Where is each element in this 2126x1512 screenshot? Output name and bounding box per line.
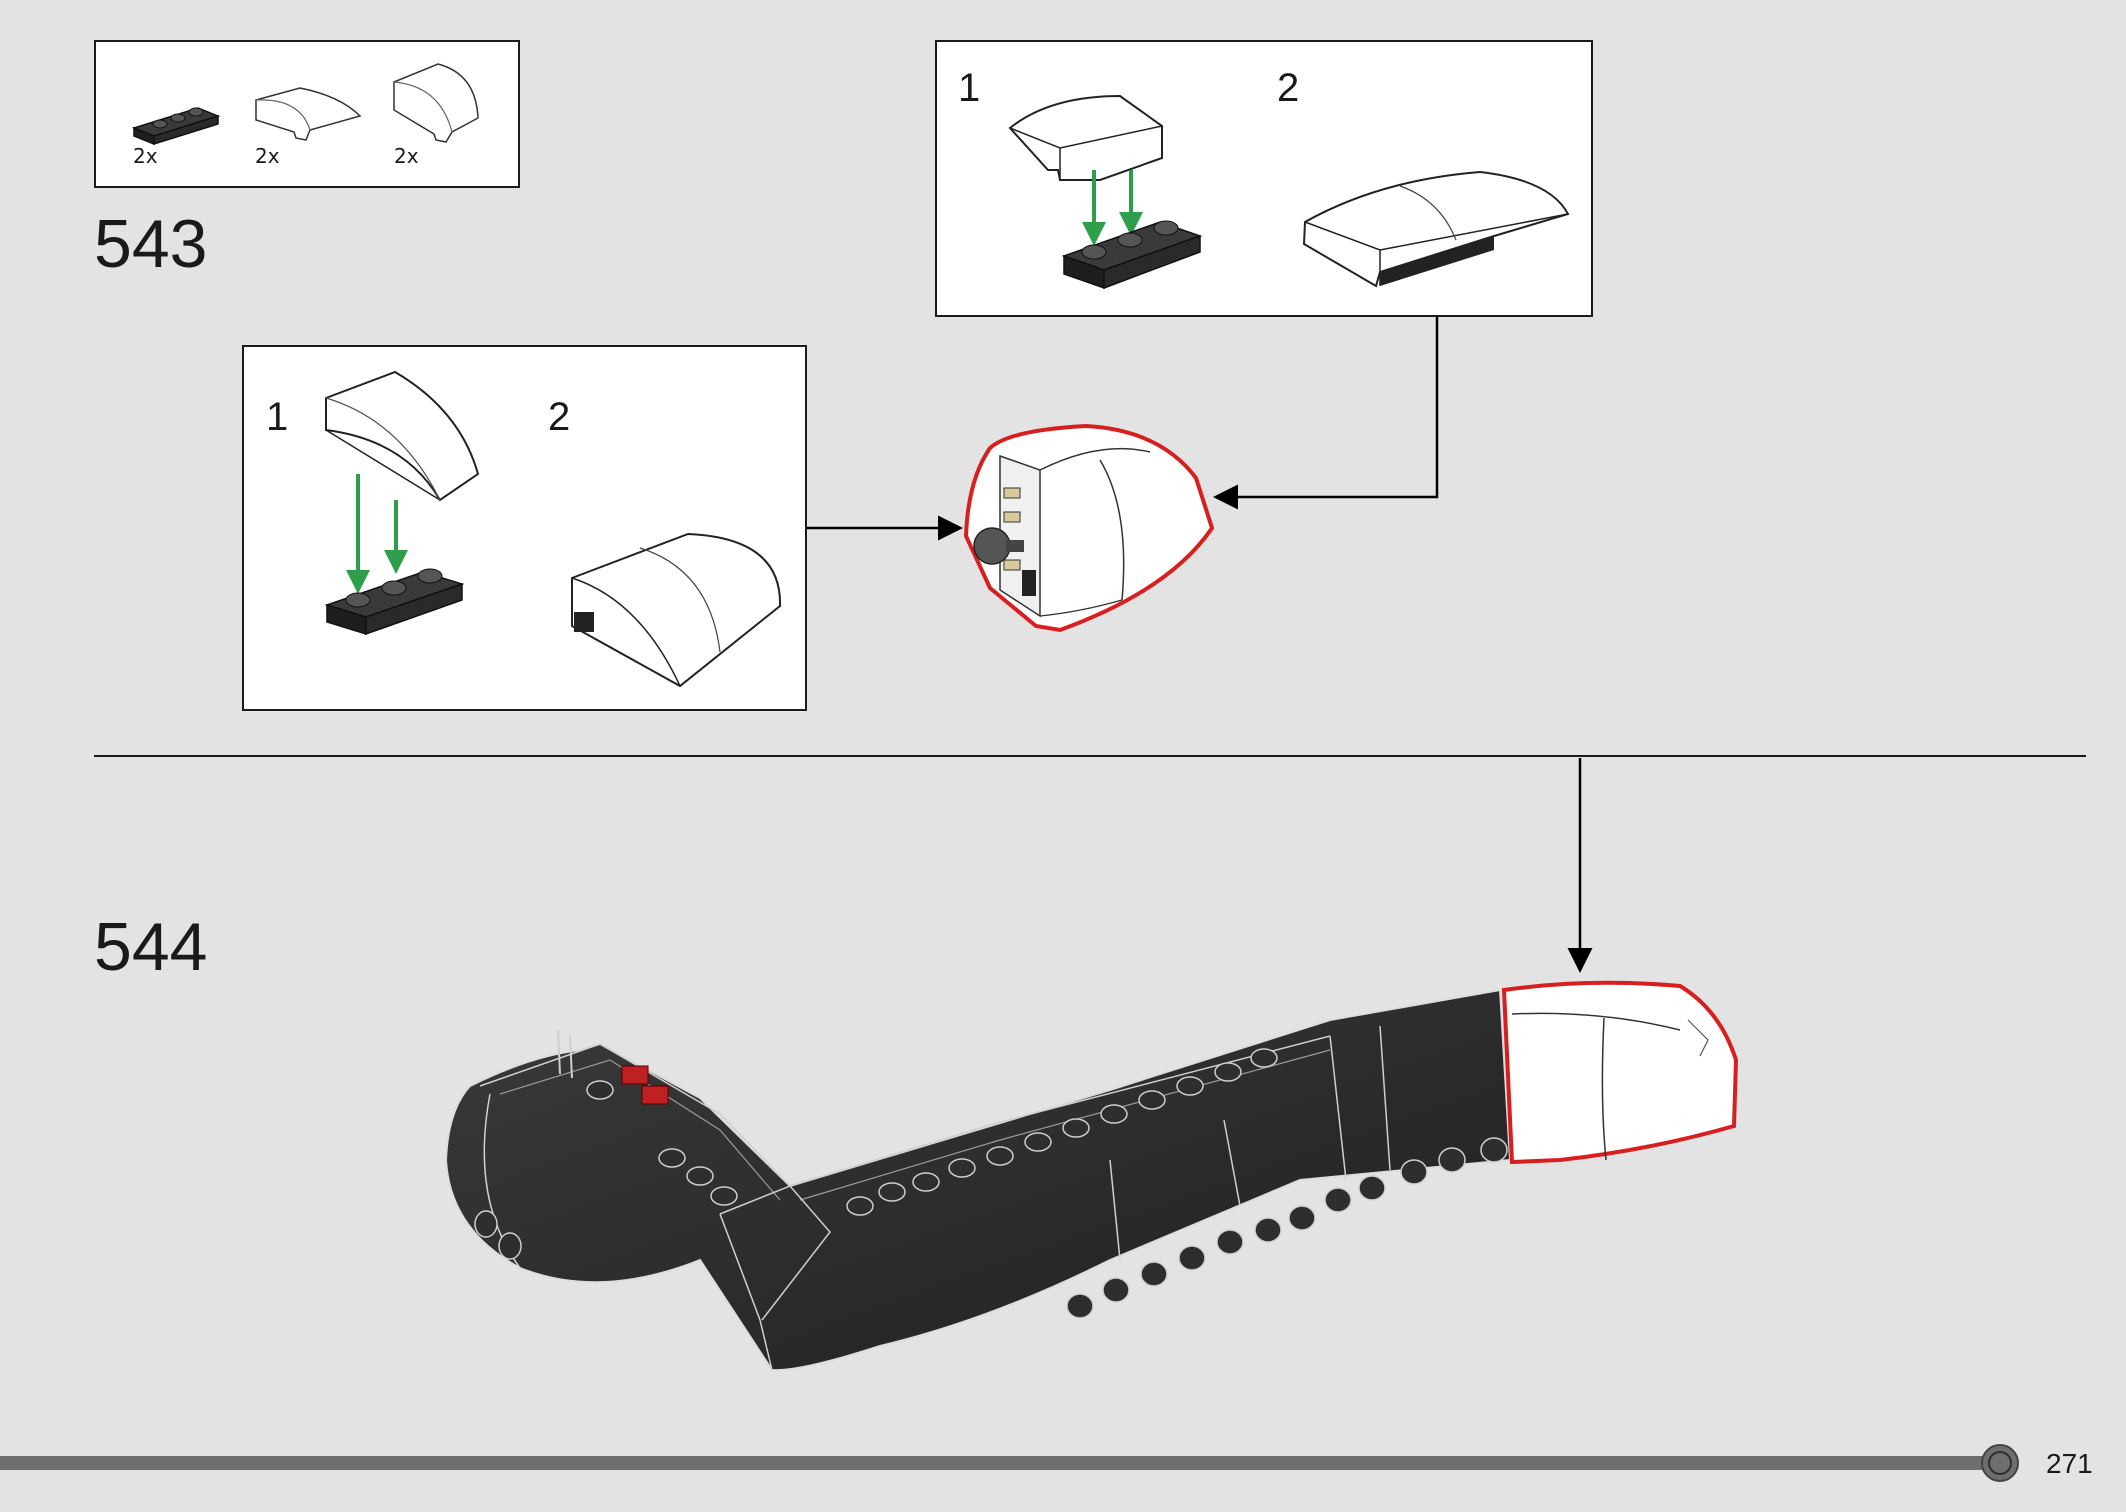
red-pin: [621, 1065, 649, 1085]
tip-assembly-highlight: [1501, 980, 1739, 1165]
sub-step-number: 1: [266, 395, 288, 439]
sub-assembly-callout-left: 1 2: [242, 345, 807, 711]
progress-indicator: [1981, 1444, 2019, 1482]
ball-joint: [973, 527, 1011, 565]
page-number: 271: [2046, 1448, 2093, 1479]
assembly-highlight: [963, 423, 1215, 633]
sub-step-number: 1: [958, 66, 980, 110]
black-plate-brick: [1061, 220, 1203, 290]
tail-model: [444, 988, 1512, 1372]
studs-top: [586, 1048, 1278, 1216]
black-plate-icon: [131, 107, 221, 146]
assembled-curved-piece: [1302, 170, 1570, 288]
white-rounded-slope-icon: [393, 63, 479, 143]
sub-step-number: 2: [548, 395, 570, 439]
red-pin: [641, 1085, 669, 1105]
black-plate-brick: [324, 568, 465, 636]
white-curved-slope-icon: [255, 87, 362, 141]
assembled-rounded-piece: [571, 532, 782, 688]
parts-list-box: 2x 2x 2x: [94, 40, 520, 188]
studs-side: [474, 1137, 1508, 1319]
progress-bar: [0, 1456, 2000, 1470]
part-quantity: 2x: [255, 144, 280, 168]
step-number: 543: [94, 206, 207, 282]
step-number: 544: [94, 909, 207, 985]
callout-arrow: [1213, 316, 1439, 510]
part-quantity: 2x: [394, 144, 419, 168]
curved-slope-brick: [1008, 94, 1163, 181]
part-quantity: 2x: [133, 144, 158, 168]
curved-slope-brick: [325, 370, 480, 502]
sub-step-number: 2: [1277, 66, 1299, 110]
sub-assembly-callout-right: 1 2: [935, 40, 1593, 317]
